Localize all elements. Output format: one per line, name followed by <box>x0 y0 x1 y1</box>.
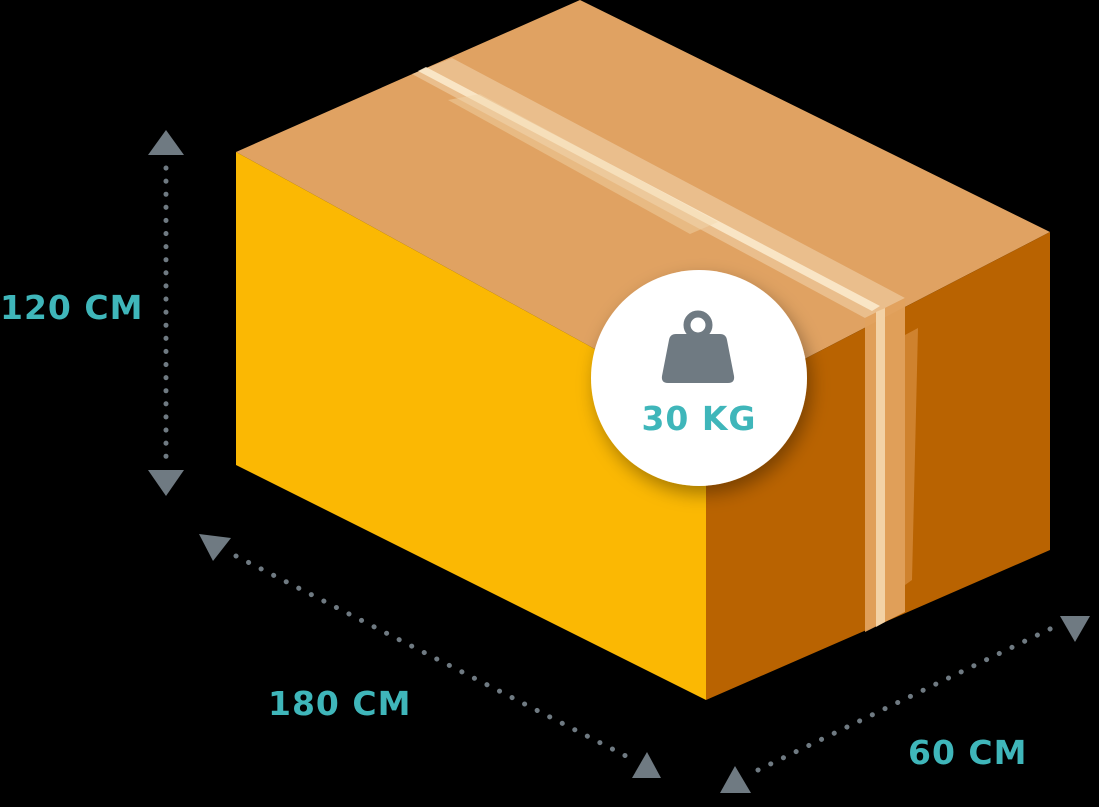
weight-badge: 30 KG <box>591 270 807 486</box>
length-label: 180 CM <box>268 684 411 723</box>
depth-start-arrow-icon <box>720 766 751 793</box>
tape-side-overlap <box>905 328 918 585</box>
depth-end-arrow-icon <box>1060 616 1090 642</box>
length-start-arrow-icon <box>199 534 231 561</box>
tape-loose-piece <box>448 94 718 234</box>
box-front-face <box>236 152 706 700</box>
height-dimension: 120 CM <box>0 130 184 496</box>
tape-side-edge <box>876 308 885 627</box>
height-top-arrow-icon <box>148 130 184 155</box>
depth-dimension: 60 CM <box>720 616 1090 793</box>
depth-dotted-line <box>755 625 1055 773</box>
packing-tape <box>412 58 918 632</box>
height-label: 120 CM <box>0 288 143 327</box>
length-dotted-line <box>233 553 629 759</box>
height-bottom-arrow-icon <box>148 470 184 496</box>
tape-top-strip <box>412 58 905 318</box>
cardboard-box <box>236 0 1050 700</box>
weight-icon <box>661 310 735 383</box>
tape-top-edge <box>418 67 880 311</box>
depth-label: 60 CM <box>908 733 1027 772</box>
length-dimension: 180 CM <box>199 534 661 778</box>
length-end-arrow-icon <box>632 752 661 778</box>
weight-label: 30 KG <box>641 399 756 438</box>
